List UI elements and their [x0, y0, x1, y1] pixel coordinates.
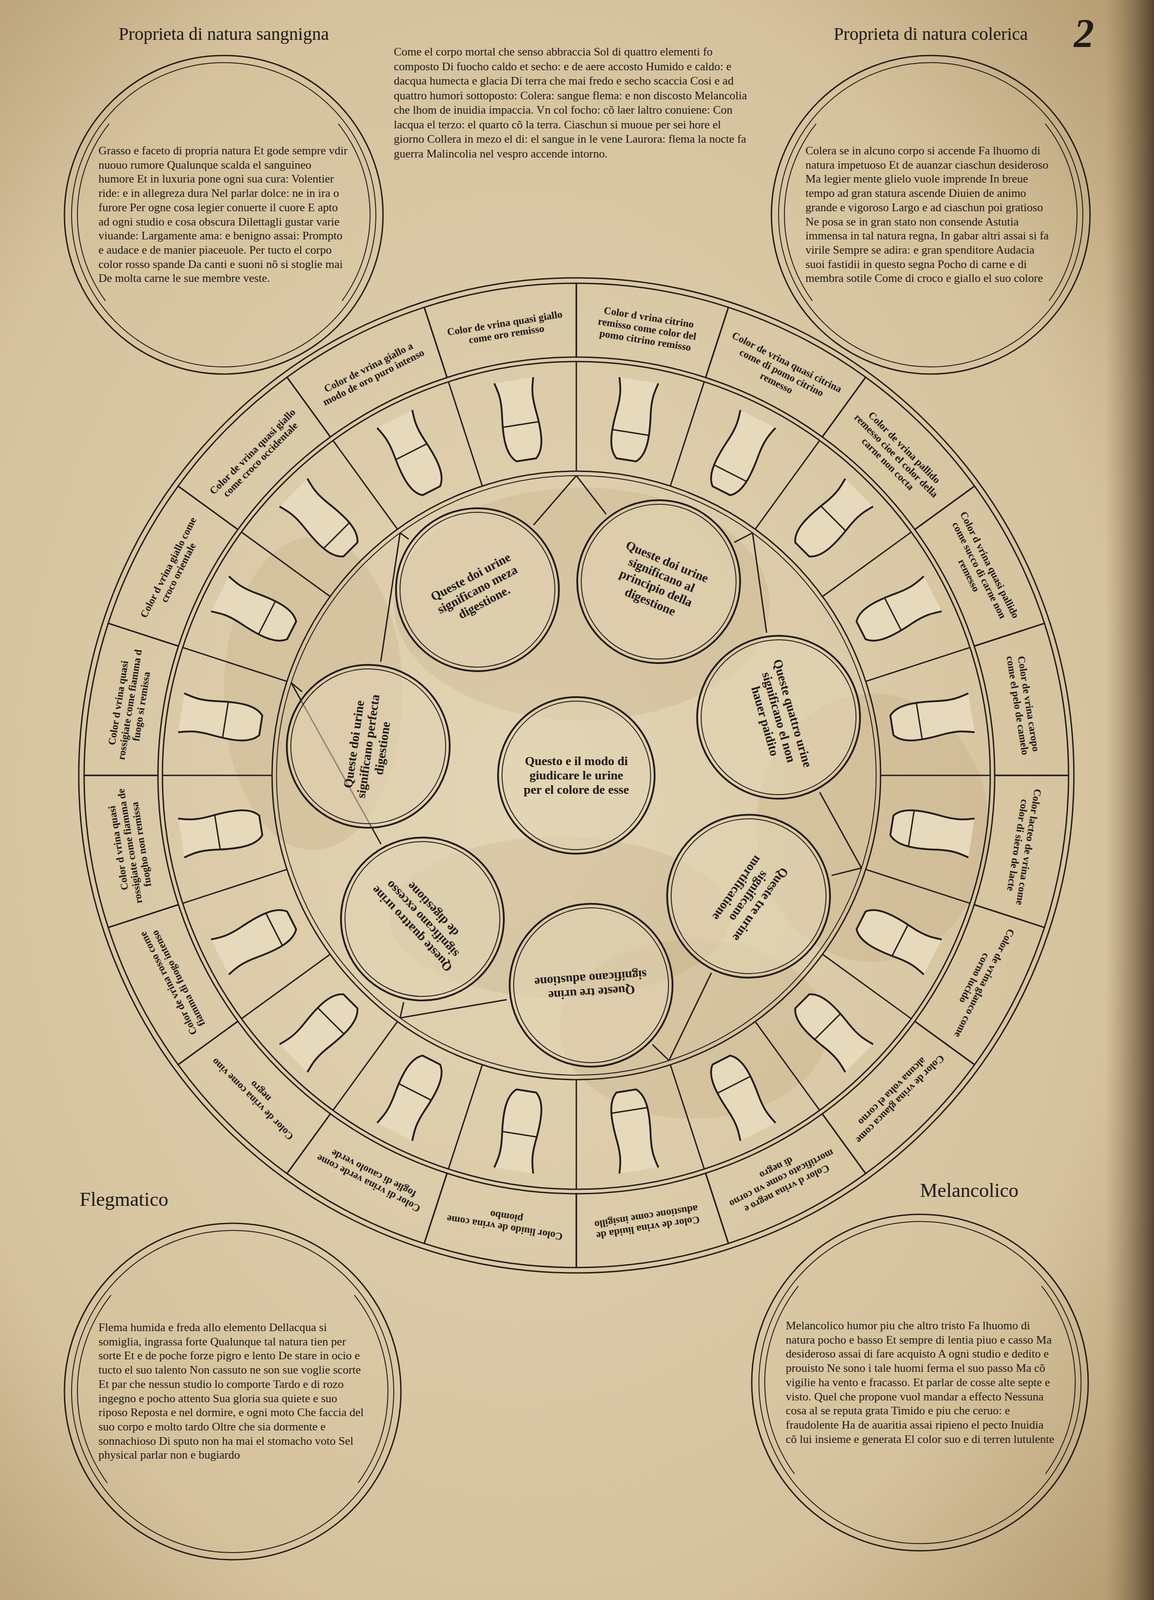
poem-text: Come el corpo mortal che senso abbraccia…: [393, 44, 752, 162]
humor-heading: Melancolico: [919, 1179, 1019, 1202]
color-description: Color d vrina citrino remisso come color…: [584, 302, 711, 356]
humor-poem: Colera se in alcuno corpo si accende Fa …: [805, 143, 1057, 286]
color-description: Color de vrina caropo come el pelo de ca…: [1002, 643, 1044, 767]
humor-circle: Proprieta di natura colericaColera se in…: [769, 53, 1092, 376]
circle-outline: [769, 53, 1092, 376]
color-description: Color lacteo de vrina come color di sier…: [1002, 784, 1044, 909]
humor-heading: Flegmatico: [79, 1188, 169, 1211]
humor-poem: Flema humida e freda allo elemento Della…: [98, 1320, 367, 1463]
judgement-circle: Queste tre urine significano adustione: [502, 896, 680, 1074]
circle-outline: [62, 53, 385, 376]
humor-heading: Proprieta di natura sangnigna: [62, 23, 385, 45]
circle-outline: [62, 1221, 403, 1562]
judgement-circle: Questo e il modo di giudicare le urine p…: [496, 695, 656, 856]
humor-circle: FlegmaticoFlema humida e freda allo elem…: [62, 1221, 403, 1562]
color-description: Color d vrina quasi rossigiate come fiam…: [103, 783, 157, 910]
humor-poem: Grasso e faceto di propria natura Et god…: [98, 143, 350, 286]
humor-poem: Melancolico humor piu che altro tristo F…: [785, 1318, 1055, 1447]
humor-circle: Proprieta di natura sangnignaGrasso e fa…: [62, 53, 385, 376]
judgement-text: Questo e il modo di giudicare le urine p…: [521, 753, 632, 798]
color-description: Color d vrina quasi rossigiate come fiam…: [103, 642, 157, 768]
page-number: 2: [1073, 13, 1133, 54]
color-description: Color de vrina liuida de adustione come …: [585, 1201, 710, 1244]
judgement-circle: Queste doi urine significano perfecta di…: [274, 652, 462, 840]
color-description: Color de vrina quasi giallo come oro rem…: [443, 307, 568, 350]
color-description: Color liuido de vrina come piombo: [443, 1201, 568, 1244]
humor-circle: MelancolicoMelancolico humor piu che alt…: [749, 1212, 1091, 1553]
humor-heading: Proprieta di natura colerica: [769, 23, 1092, 45]
